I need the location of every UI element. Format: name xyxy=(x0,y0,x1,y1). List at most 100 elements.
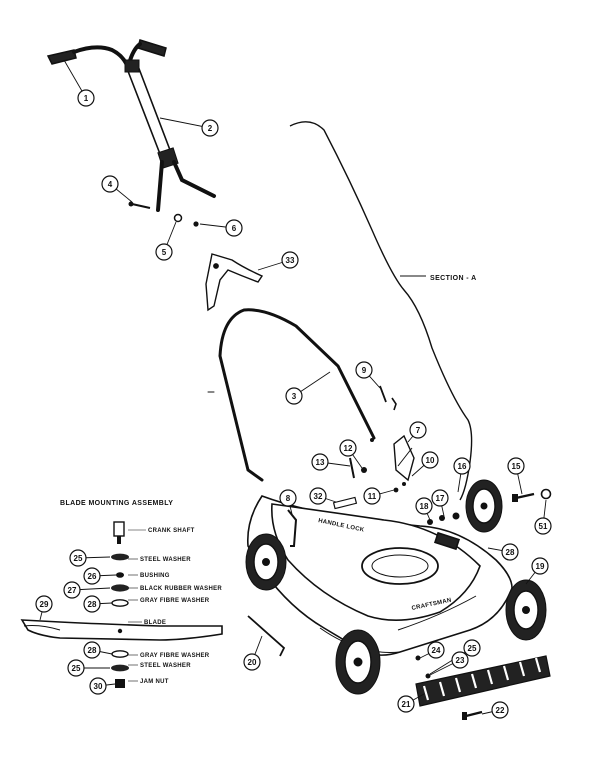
upper-handle xyxy=(46,39,216,212)
callout-b28b: 28 xyxy=(83,641,101,659)
callout-c9: 9 xyxy=(355,361,373,379)
blade-assembly-heading: BLADE MOUNTING ASSEMBLY xyxy=(60,500,173,507)
callout-number: 19 xyxy=(536,562,545,571)
callout-b29: 29 xyxy=(35,595,53,613)
callout-c1: 1 xyxy=(77,89,95,107)
callout-b30: 30 xyxy=(89,677,107,695)
callout-circle xyxy=(69,549,87,567)
callout-circle xyxy=(421,451,439,469)
steel-washer-bottom xyxy=(111,664,129,672)
callout-circle xyxy=(285,387,303,405)
spring-rod-20 xyxy=(247,615,286,657)
label-steel-washer-top: STEEL WASHER xyxy=(140,557,191,563)
gray-fibre-washer-top xyxy=(111,599,129,607)
callout-circle xyxy=(431,489,449,507)
label-crank-shaft: CRANK SHAFT xyxy=(148,528,195,534)
callout-number: 21 xyxy=(402,700,411,709)
washers-16-17-18 xyxy=(427,512,460,525)
label-gray-fibre-washer-top: GRAY FIBRE WASHER xyxy=(140,598,210,604)
callout-number: 8 xyxy=(286,494,291,503)
bracket-33 xyxy=(205,253,264,312)
callout-circle xyxy=(89,677,107,695)
wheel-front-left xyxy=(335,629,381,695)
callout-number: 22 xyxy=(496,706,505,715)
section-a-label: SECTION - A xyxy=(430,275,477,282)
callout-c3: 3 xyxy=(285,387,303,405)
black-rubber-washer xyxy=(111,584,129,592)
callout-number: 7 xyxy=(416,426,421,435)
callout-c23: 23 xyxy=(451,651,469,669)
callout-number: 13 xyxy=(316,458,325,467)
callout-c22: 22 xyxy=(491,701,509,719)
callout-c51: 51 xyxy=(534,517,552,535)
callout-circle xyxy=(281,251,299,269)
bushing xyxy=(116,572,124,578)
callout-number: 28 xyxy=(506,548,515,557)
callout-circle xyxy=(491,701,509,719)
callout-number: 25 xyxy=(72,664,81,673)
label-black-rubber-washer: BLACK RUBBER WASHER xyxy=(140,586,222,592)
callout-circle xyxy=(155,243,173,261)
callout-c2: 2 xyxy=(201,119,219,137)
small-parts-23-24 xyxy=(415,655,431,679)
bolt-4 xyxy=(128,201,151,209)
axle-bolt-15 xyxy=(512,492,535,502)
callout-number: 16 xyxy=(458,462,467,471)
callout-c4: 4 xyxy=(101,175,119,193)
wheel-front-right xyxy=(505,579,547,641)
callout-circle xyxy=(243,653,261,671)
callout-number: 9 xyxy=(362,366,367,375)
callout-number: 20 xyxy=(248,658,257,667)
control-cable xyxy=(289,121,473,501)
callout-c16: 16 xyxy=(453,457,471,475)
callout-c5: 5 xyxy=(155,243,173,261)
callout-number: 15 xyxy=(512,462,521,471)
callout-c24: 24 xyxy=(427,641,445,659)
callout-circle xyxy=(311,453,329,471)
callout-number: 2 xyxy=(208,124,213,133)
callout-circle xyxy=(67,659,85,677)
pin-8 xyxy=(287,509,298,547)
callout-c21: 21 xyxy=(397,695,415,713)
callout-circle xyxy=(83,595,101,613)
nut-12 xyxy=(361,467,367,473)
label-jam-nut: JAM NUT xyxy=(140,679,169,685)
callout-number: 12 xyxy=(344,444,353,453)
nut-51 xyxy=(540,488,552,500)
callout-b28a: 28 xyxy=(83,595,101,613)
nut-6 xyxy=(193,221,199,227)
jam-nut xyxy=(115,679,125,688)
callout-circle xyxy=(35,595,53,613)
callout-circle xyxy=(453,457,471,475)
callout-c19: 19 xyxy=(531,557,549,575)
bolt-9 xyxy=(379,385,397,411)
callout-c15: 15 xyxy=(507,457,525,475)
callout-number: 25 xyxy=(468,644,477,653)
label-gray-fibre-washer-bottom: GRAY FIBRE WASHER xyxy=(140,653,210,659)
callout-circle xyxy=(309,487,327,505)
callout-circle xyxy=(201,119,219,137)
callout-circle xyxy=(501,543,519,561)
callout-circle xyxy=(415,497,433,515)
callout-number: 6 xyxy=(232,224,237,233)
wheel-rear-left xyxy=(245,533,287,591)
callout-number: 32 xyxy=(314,492,323,501)
callout-number: 5 xyxy=(162,248,167,257)
callout-number: 33 xyxy=(286,256,295,265)
callout-circle xyxy=(427,641,445,659)
callout-c10: 10 xyxy=(421,451,439,469)
bracket-7 xyxy=(393,434,415,482)
wheel-rear-right xyxy=(465,479,503,533)
callout-number: 23 xyxy=(456,656,465,665)
callout-c32: 32 xyxy=(309,487,327,505)
callout-c17: 17 xyxy=(431,489,449,507)
callout-circle xyxy=(225,219,243,237)
callout-circle xyxy=(63,581,81,599)
callout-c33: 33 xyxy=(281,251,299,269)
bolt-13 xyxy=(349,457,355,479)
callout-number: 17 xyxy=(436,494,445,503)
grass-deflector-21 xyxy=(415,655,551,707)
callout-circle xyxy=(451,651,469,669)
